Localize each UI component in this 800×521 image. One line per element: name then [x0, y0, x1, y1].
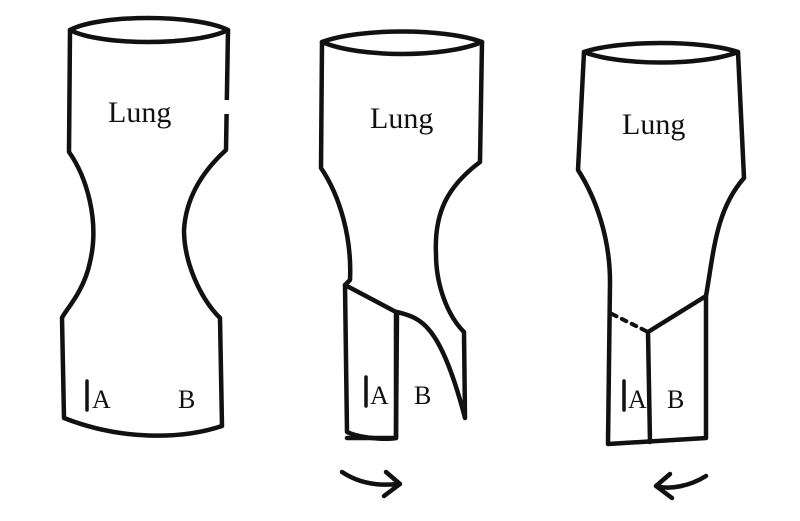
figure-1-top-opening [70, 18, 228, 42]
figure-3-seam [648, 296, 706, 442]
figure-1: Lung A B [62, 18, 235, 436]
figure-3: Lung A B [578, 43, 744, 498]
figure-1-label-a: A [92, 385, 111, 414]
figure-3-dotted-seam [612, 314, 648, 332]
figure-1-label-b: B [178, 385, 195, 414]
figure-1-outline [62, 30, 228, 436]
figure-2-displaced-segment [345, 285, 396, 438]
figure-3-lung-label: Lung [622, 108, 685, 141]
figure-1-outline-gap [221, 100, 235, 114]
figure-3-top-opening [584, 43, 738, 63]
figure-3-arrow-left [656, 474, 706, 498]
figure-2-top-opening [322, 32, 482, 55]
figure-3-label-a: A [628, 385, 647, 414]
figure-2-arrow-right [342, 472, 400, 496]
figure-1-lung-label: Lung [108, 96, 171, 129]
figure-2-label-b: B [414, 381, 431, 410]
figure-2-lung-label: Lung [370, 102, 433, 135]
figure-2-label-a: A [370, 381, 389, 410]
figure-2: Lung A B [321, 32, 482, 497]
figure-3-label-b: B [667, 385, 684, 414]
